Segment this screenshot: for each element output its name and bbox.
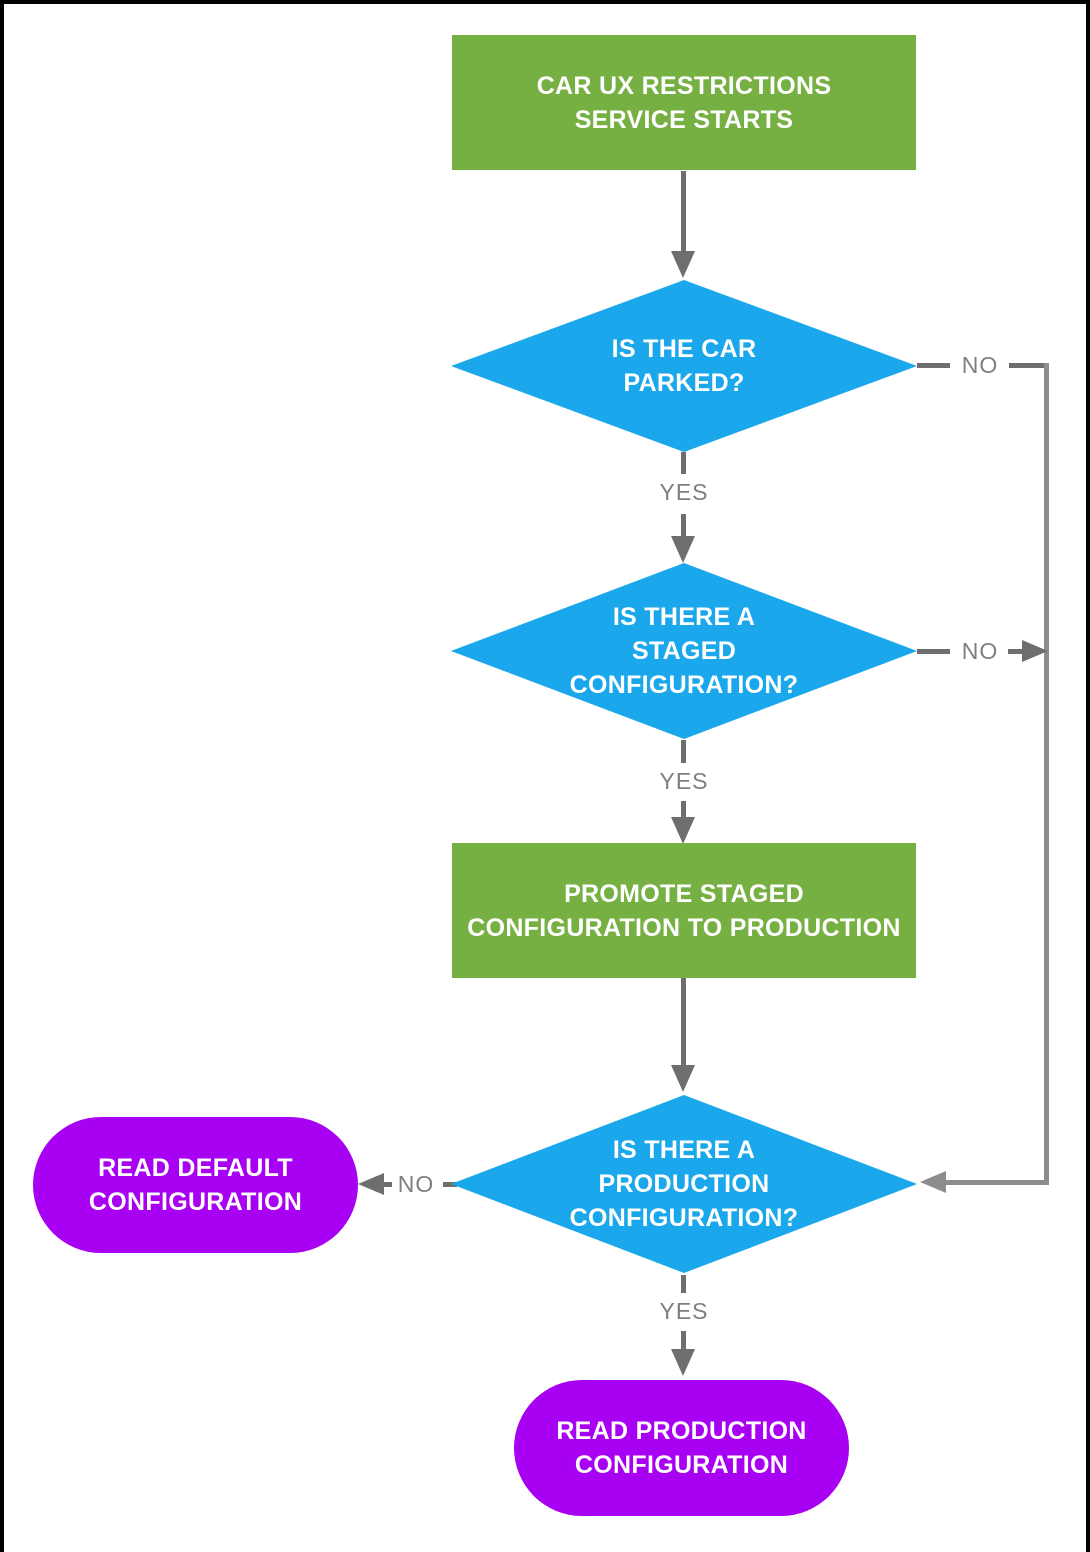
node-read-default: READ DEFAULT CONFIGURATION (33, 1117, 358, 1253)
node-promote-staged-label: PROMOTE STAGED CONFIGURATION TO PRODUCTI… (467, 879, 901, 942)
edge-label-yes-production: YES (654, 1297, 714, 1325)
decision-car-parked: IS THE CAR PARKED? (451, 280, 917, 452)
decision-car-parked-label: IS THE CAR PARKED? (611, 335, 757, 397)
edge-production-yes-stub (681, 1275, 686, 1293)
edge-start-to-parked-arrowhead-icon (671, 251, 695, 278)
edge-parked-yes-arrowhead-icon (671, 536, 695, 563)
node-service-starts-label: CAR UX RESTRICTIONS SERVICE STARTS (536, 71, 832, 134)
edge-staged-no-arrowhead-icon (1022, 640, 1048, 662)
edge-parked-yes-stub (681, 452, 686, 474)
edge-promote-to-production-line (681, 977, 686, 1067)
right-route-arrowhead-icon (920, 1171, 946, 1193)
edge-parked-no-stub (917, 363, 950, 368)
edge-label-no-parked: NO (953, 351, 1007, 379)
edge-staged-yes-line (681, 801, 686, 819)
node-service-starts: CAR UX RESTRICTIONS SERVICE STARTS (452, 35, 916, 170)
decision-production-configuration: IS THERE A PRODUCTION CONFIGURATION? (451, 1095, 917, 1273)
edge-parked-no-line (1009, 363, 1049, 368)
decision-staged-configuration: IS THERE A STAGED CONFIGURATION? (451, 563, 917, 739)
edge-promote-to-production-arrowhead-icon (671, 1065, 695, 1092)
edge-production-no-line (384, 1182, 396, 1187)
edge-production-no-arrowhead-icon (358, 1173, 384, 1195)
right-route-bottom-line (944, 1180, 1049, 1185)
edge-production-yes-line (681, 1331, 686, 1351)
decision-production-configuration-label: IS THERE A PRODUCTION CONFIGURATION? (569, 1136, 799, 1232)
decision-staged-configuration-label: IS THERE A STAGED CONFIGURATION? (569, 603, 799, 699)
edge-staged-yes-arrowhead-icon (671, 817, 695, 844)
node-read-production-label: READ PRODUCTION CONFIGURATION (556, 1417, 807, 1479)
edge-parked-yes-line (681, 514, 686, 538)
node-read-default-label: READ DEFAULT CONFIGURATION (88, 1154, 303, 1216)
edge-label-no-production: NO (392, 1170, 440, 1198)
edge-label-yes-staged: YES (654, 767, 714, 795)
right-route-vertical-line (1044, 363, 1049, 1185)
edge-staged-no-stub (917, 649, 950, 654)
edge-staged-no-line (1008, 649, 1024, 654)
edge-production-no-stub (443, 1182, 457, 1187)
edge-label-yes-parked: YES (654, 478, 714, 506)
edge-label-no-staged: NO (953, 637, 1007, 665)
node-read-production: READ PRODUCTION CONFIGURATION (514, 1380, 849, 1516)
edge-start-to-parked-line (681, 171, 686, 252)
node-promote-staged: PROMOTE STAGED CONFIGURATION TO PRODUCTI… (452, 843, 916, 978)
edge-production-yes-arrowhead-icon (671, 1349, 695, 1376)
edge-staged-yes-stub (681, 740, 686, 763)
